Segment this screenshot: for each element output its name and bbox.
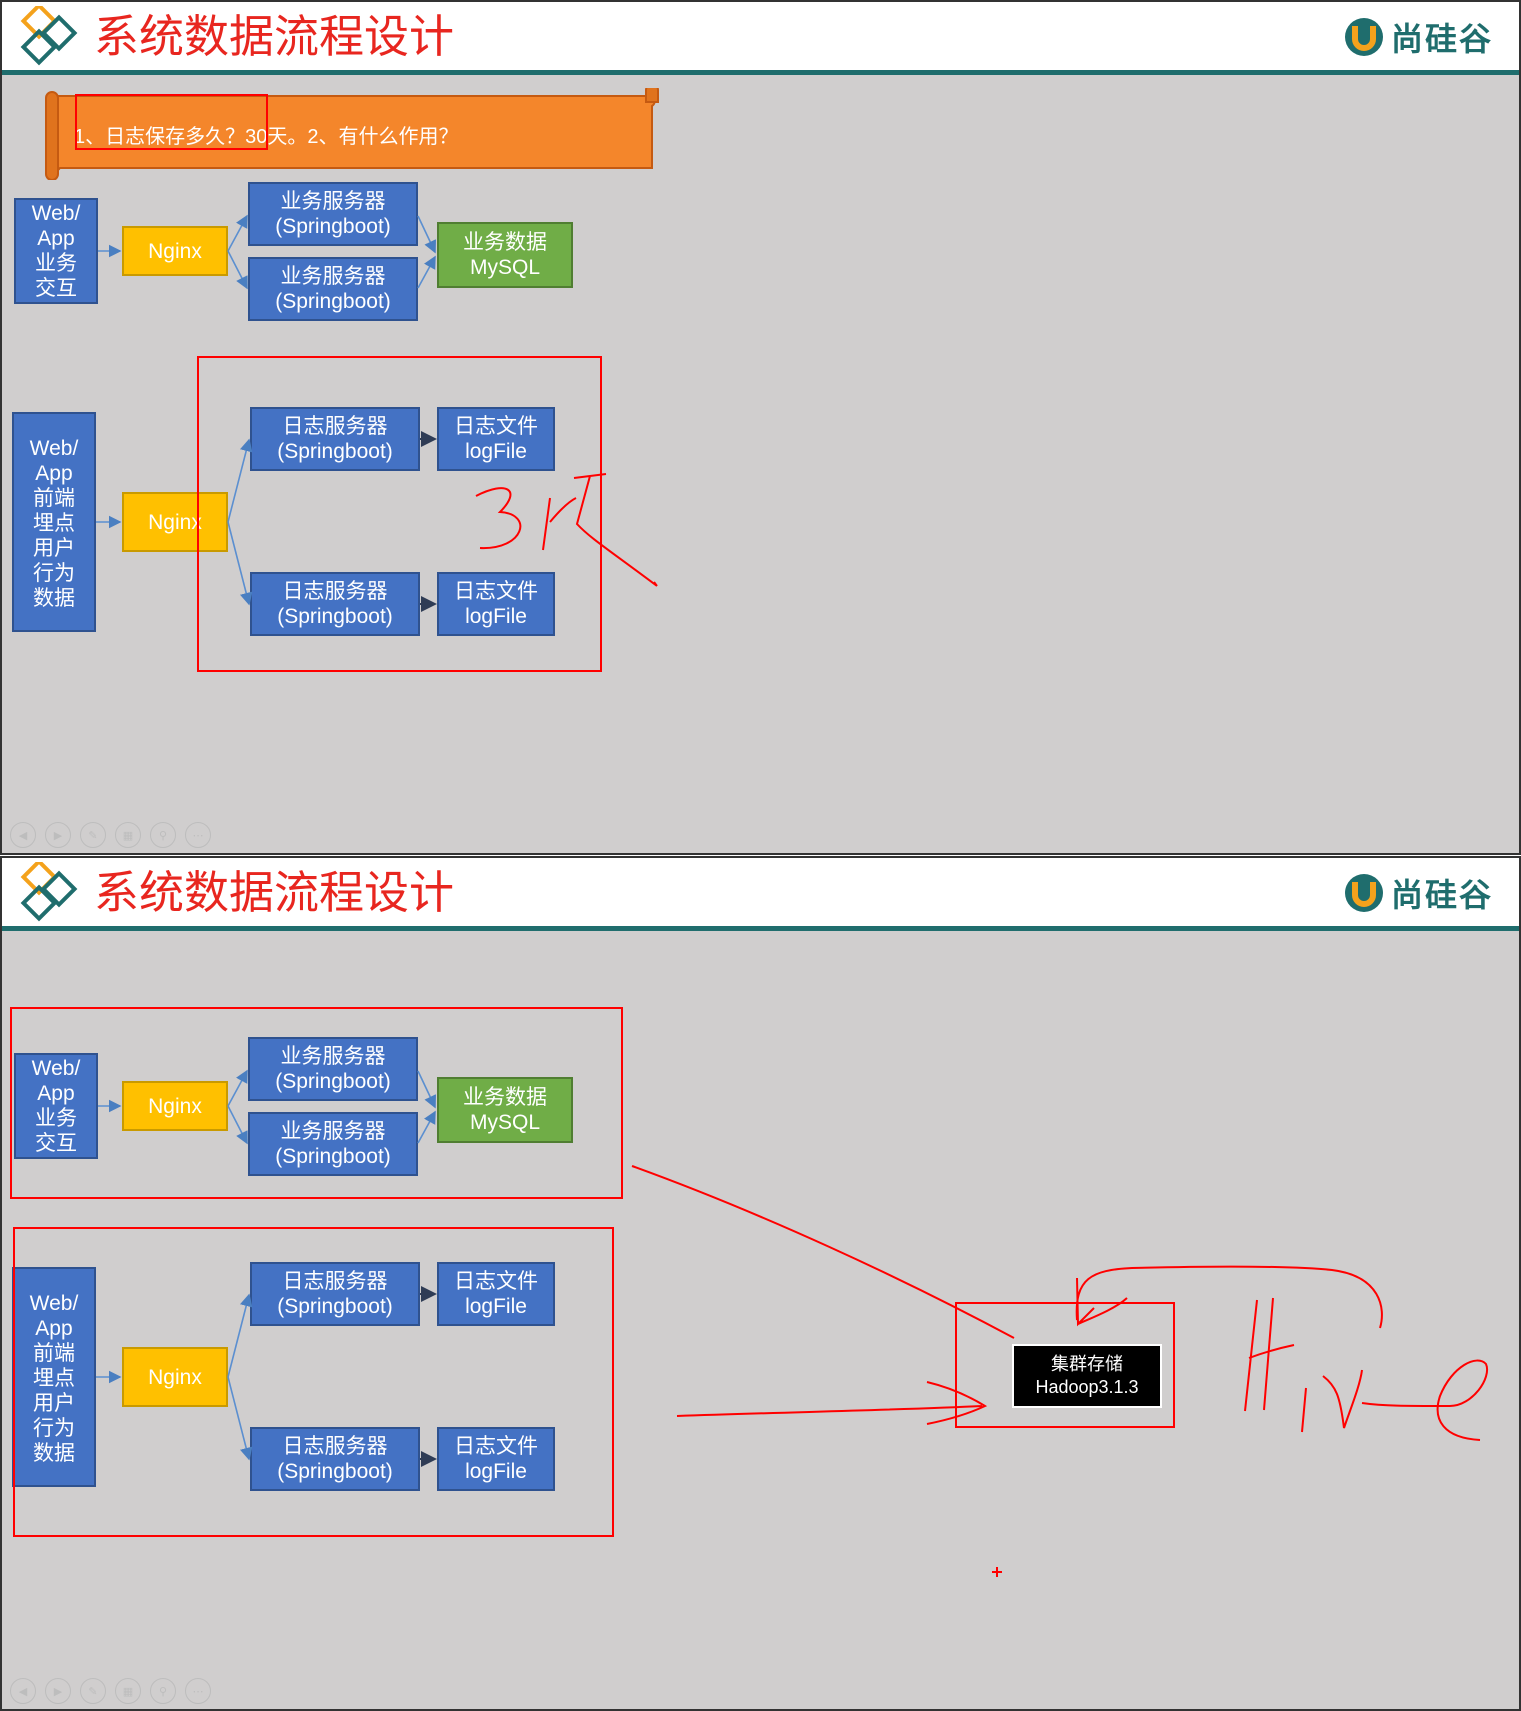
diamond-logo-icon: [20, 862, 78, 922]
header-divider: [2, 70, 1519, 75]
connector: [227, 1105, 248, 1145]
page-title: 系统数据流程设计: [94, 11, 455, 62]
annotation-arrow: [631, 1165, 1015, 1339]
connector: [227, 214, 248, 252]
connectors-and-annotations: [10, 1007, 1489, 1577]
prev-icon[interactable]: ◀: [10, 822, 36, 848]
connector: [227, 1069, 248, 1107]
log-server-box-2: 日志服务器 (Springboot): [250, 1427, 420, 1491]
annotation-loop-arrow: [1075, 1265, 1383, 1329]
slideshow-controls: ◀ ▶ ✎ ▦ ⚲ ⋯: [10, 1678, 211, 1704]
log-file-box-2: 日志文件 logFile: [437, 1427, 555, 1491]
slide-header: 系统数据流程设计 尚硅谷: [2, 2, 1519, 75]
slide-1: 系统数据流程设计 尚硅谷 1、日志保存多久？30天。2、有什么作用？ Web/ …: [0, 0, 1521, 855]
pen-icon[interactable]: ✎: [80, 822, 106, 848]
connector: [417, 215, 437, 254]
web-app-business-box: Web/ App 业务 交互: [14, 198, 98, 304]
pen-icon[interactable]: ✎: [80, 1678, 106, 1704]
log-server-box-2: 日志服务器 (Springboot): [250, 572, 420, 636]
brand-name: 尚硅谷: [1390, 21, 1493, 57]
connector: [227, 521, 253, 606]
handwriting-day: [542, 473, 658, 587]
connector: [227, 1376, 253, 1461]
prev-icon[interactable]: ◀: [10, 1678, 36, 1704]
more-icon[interactable]: ⋯: [185, 822, 211, 848]
diamond-logo-icon: [20, 6, 78, 66]
connector: [227, 1293, 253, 1378]
hadoop-storage-box: 集群存储 Hadoop3.1.3: [1012, 1344, 1162, 1408]
zoom-icon[interactable]: ⚲: [150, 1678, 176, 1704]
log-server-box-1: 日志服务器 (Springboot): [250, 1262, 420, 1326]
header-divider: [2, 926, 1519, 931]
brand-name: 尚硅谷: [1390, 877, 1493, 913]
brand-u-icon: [1344, 18, 1383, 56]
slide-header: 系统数据流程设计 尚硅谷: [2, 858, 1519, 931]
next-icon[interactable]: ▶: [45, 1678, 71, 1704]
connector: [227, 438, 253, 523]
web-app-business-box: Web/ App 业务 交互: [14, 1053, 98, 1159]
log-file-box-1: 日志文件 logFile: [437, 1262, 555, 1326]
page-title: 系统数据流程设计: [94, 867, 455, 918]
handwriting-3: [475, 487, 522, 550]
nginx-box: Nginx: [122, 492, 228, 552]
web-app-log-box: Web/ App 前端 埋点 用户 行为 数据: [12, 1267, 96, 1487]
more-icon[interactable]: ⋯: [185, 1678, 211, 1704]
annotation-arrow: [676, 1381, 988, 1425]
connector: [417, 1070, 437, 1109]
zoom-icon[interactable]: ⚲: [150, 822, 176, 848]
log-file-box-1: 日志文件 logFile: [437, 407, 555, 471]
connector: [417, 255, 436, 289]
cursor-mark: [992, 1567, 1002, 1577]
brand-logo: 尚硅谷: [1343, 872, 1493, 914]
nginx-box: Nginx: [122, 1347, 228, 1407]
mysql-box: 业务数据 MySQL: [437, 222, 573, 288]
next-icon[interactable]: ▶: [45, 822, 71, 848]
business-server-box-1: 业务服务器 (Springboot): [248, 182, 418, 246]
log-server-box-1: 日志服务器 (Springboot): [250, 407, 420, 471]
connector: [227, 250, 248, 290]
business-server-box-2: 业务服务器 (Springboot): [248, 1112, 418, 1176]
business-server-box-2: 业务服务器 (Springboot): [248, 257, 418, 321]
handwriting-hive: [1244, 1297, 1489, 1441]
banner-text: 1、日志保存多久？30天。2、有什么作用？: [74, 126, 459, 148]
nginx-box: Nginx: [122, 1081, 228, 1131]
log-file-box-2: 日志文件 logFile: [437, 572, 555, 636]
business-server-box-1: 业务服务器 (Springboot): [248, 1037, 418, 1101]
brand-u-icon: [1344, 874, 1383, 912]
mysql-box: 业务数据 MySQL: [437, 1077, 573, 1143]
web-app-log-box: Web/ App 前端 埋点 用户 行为 数据: [12, 412, 96, 632]
slides-icon[interactable]: ▦: [115, 1678, 141, 1704]
connector: [417, 1110, 436, 1144]
slide-2: 系统数据流程设计 尚硅谷 Web/ App 业务 交互 Nginx 业务服务器 …: [0, 856, 1521, 1711]
slides-icon[interactable]: ▦: [115, 822, 141, 848]
brand-logo: 尚硅谷: [1343, 16, 1493, 58]
nginx-box: Nginx: [122, 226, 228, 276]
slideshow-controls: ◀ ▶ ✎ ▦ ⚲ ⋯: [10, 822, 211, 848]
